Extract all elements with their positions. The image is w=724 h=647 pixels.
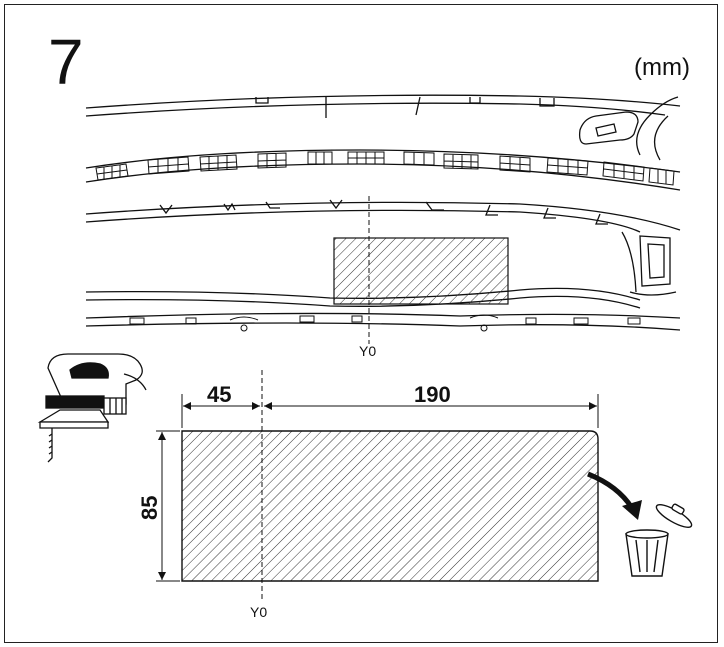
dim-label-85: 85 [137,496,162,520]
unit-label: (mm) [634,54,690,81]
step-number: 7 [48,26,84,98]
figure-frame [4,4,718,643]
cut-panel [181,430,599,582]
panel-y0-label: Y0 [250,604,267,620]
dim-label-45: 45 [207,382,231,407]
dim-label-190: 190 [414,382,451,407]
bumper-illustration [85,94,681,332]
bumper-y0-label: Y0 [359,343,376,359]
trash-bin-icon [625,503,693,577]
curved-arrow-icon [587,471,642,520]
jigsaw-icon [37,353,147,463]
bumper-cut-area [333,237,509,305]
extension-lines [156,394,599,582]
